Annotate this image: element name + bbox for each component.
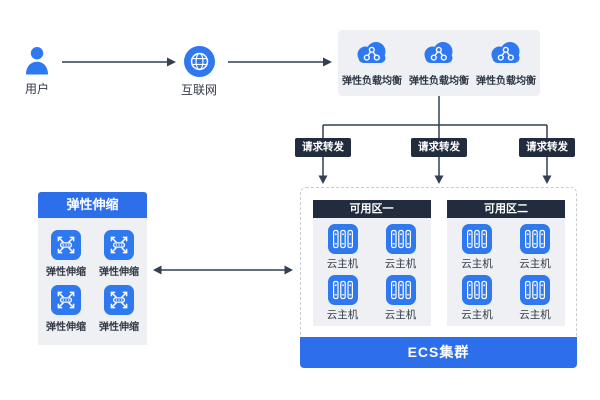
auto-scaling-title: 弹性伸缩	[38, 192, 147, 218]
elb-label: 弹性负载均衡	[409, 76, 469, 87]
load-balancer-cloud-icon	[488, 39, 524, 67]
host-label: 云主机	[461, 308, 493, 321]
zone-host-grid: 云主机 云主机 云主机 云主机	[313, 218, 431, 326]
zone-header: 可用区二	[447, 199, 565, 218]
server-icon	[462, 224, 492, 254]
ecs-cluster-bar: ECS集群	[300, 337, 577, 368]
auto-scaling-node: 弹性伸缩	[94, 230, 144, 285]
elb-label: 弹性负载均衡	[342, 76, 402, 87]
server-icon	[386, 275, 416, 305]
server-icon	[386, 224, 416, 254]
user-icon	[24, 46, 50, 76]
auto-scaling-node: 弹性伸缩	[41, 230, 91, 285]
auto-scaling-node: 弹性伸缩	[41, 285, 91, 340]
load-balancer-cloud-icon	[421, 39, 457, 67]
internet-globe-icon	[184, 46, 215, 77]
scale-expand-icon	[104, 230, 134, 260]
user-node: 用户	[9, 46, 65, 97]
zone-header: 可用区一	[312, 199, 431, 218]
host-label: 云主机	[384, 308, 417, 321]
request-forward-badge: 请求转发	[519, 138, 575, 157]
auto-scaling-panel: 弹性伸缩 弹性伸缩 弹性伸缩 弹性伸缩 弹性伸缩	[38, 192, 147, 345]
server-icon	[328, 275, 358, 305]
cloud-host: 云主机	[373, 275, 429, 326]
request-forward-badge: 请求转发	[411, 138, 467, 157]
elb-panel: 弹性负载均衡 弹性负载均衡 弹性负载均衡	[338, 30, 540, 96]
scale-label: 弹性伸缩	[46, 322, 86, 333]
host-label: 云主机	[384, 257, 417, 270]
elb-branch-lines	[322, 96, 548, 176]
availability-zone-2: 可用区二 云主机 云主机 云主机 云主机	[447, 199, 565, 326]
host-label: 云主机	[326, 257, 359, 270]
host-label: 云主机	[519, 308, 551, 321]
cloud-host: 云主机	[449, 275, 505, 326]
cloud-host: 云主机	[315, 275, 371, 326]
scale-expand-icon	[104, 285, 134, 315]
zone-host-grid: 云主机 云主机 云主机 云主机	[447, 218, 565, 326]
auto-scaling-grid: 弹性伸缩 弹性伸缩 弹性伸缩 弹性伸缩	[38, 218, 147, 345]
user-label: 用户	[24, 82, 49, 96]
cloud-host: 云主机	[507, 224, 563, 275]
internet-label: 互联网	[180, 83, 217, 97]
host-label: 云主机	[461, 257, 493, 270]
scale-label: 弹性伸缩	[99, 322, 139, 333]
cloud-host: 云主机	[373, 224, 429, 275]
availability-zone-1: 可用区一 云主机 云主机 云主机 云主机	[312, 199, 431, 326]
elb-node: 弹性负载均衡	[474, 39, 538, 96]
server-icon	[328, 224, 358, 254]
cloud-host: 云主机	[449, 224, 505, 275]
server-icon	[462, 275, 492, 305]
elb-label: 弹性负载均衡	[476, 76, 536, 87]
elb-node: 弹性负载均衡	[407, 39, 471, 96]
server-icon	[520, 275, 550, 305]
internet-node: 互联网	[179, 46, 219, 98]
request-forward-badge: 请求转发	[295, 138, 351, 157]
elb-node: 弹性负载均衡	[340, 39, 404, 96]
host-label: 云主机	[519, 257, 551, 270]
cloud-host: 云主机	[507, 275, 563, 326]
cloud-host: 云主机	[315, 224, 371, 275]
scale-expand-icon	[51, 285, 81, 315]
auto-scaling-node: 弹性伸缩	[94, 285, 144, 340]
scale-label: 弹性伸缩	[99, 267, 139, 278]
load-balancer-cloud-icon	[354, 39, 390, 67]
server-icon	[520, 224, 550, 254]
scale-label: 弹性伸缩	[46, 267, 86, 278]
scale-expand-icon	[51, 230, 81, 260]
host-label: 云主机	[326, 308, 359, 321]
